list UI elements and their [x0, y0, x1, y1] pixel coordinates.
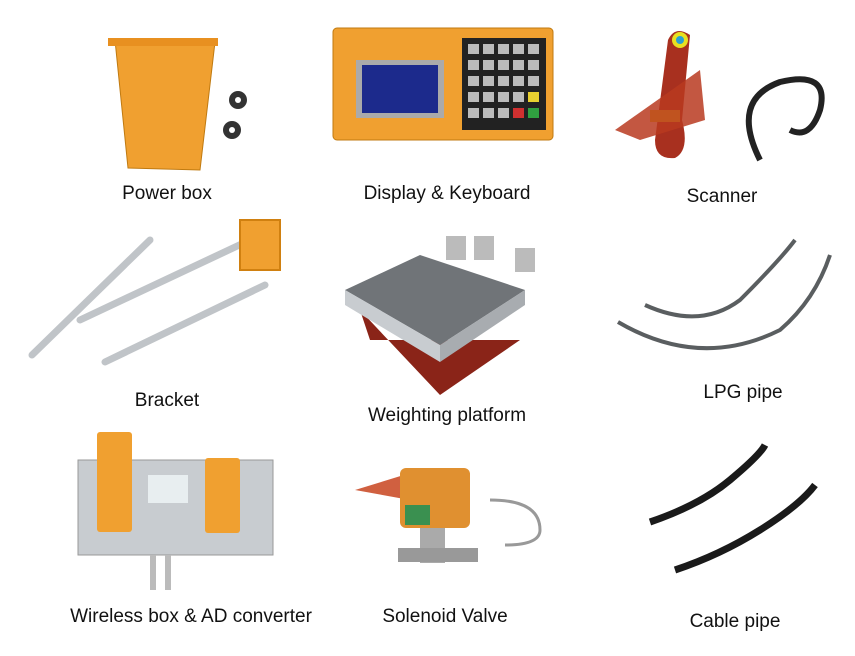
- wireless-box-image: [77, 432, 274, 590]
- solenoid-valve-image: [355, 468, 542, 563]
- product-label-power-box: Power box: [122, 183, 212, 204]
- power-box-image: [108, 38, 247, 171]
- product-label-wireless-box: Wireless box & AD converter: [70, 606, 312, 627]
- product-label-lpg-pipe: LPG pipe: [703, 382, 783, 403]
- display-keyboard-image: [332, 27, 554, 141]
- cable-pipe-image: [648, 443, 818, 574]
- product-label-scanner: Scanner: [686, 186, 758, 207]
- product-label-display-keyboard: Display & Keyboard: [363, 183, 531, 204]
- bracket-image: [28, 219, 281, 366]
- product-label-solenoid-valve: Solenoid Valve: [382, 606, 508, 627]
- scanner-image: [615, 31, 825, 162]
- product-label-weighing-platform: Weighting platform: [367, 405, 527, 426]
- product-label-cable-pipe: Cable pipe: [689, 611, 781, 632]
- lpg-pipe-image: [616, 238, 832, 351]
- weighing-platform-image: [345, 236, 535, 395]
- product-label-bracket: Bracket: [134, 390, 200, 411]
